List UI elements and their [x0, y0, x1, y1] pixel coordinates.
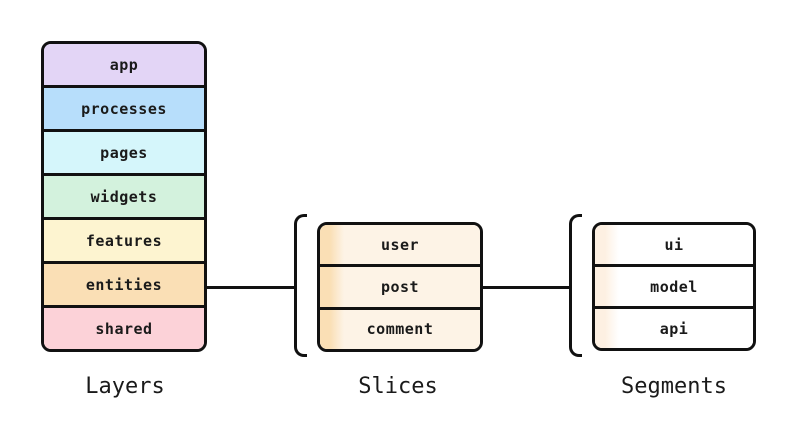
segments-row-api: api — [595, 306, 753, 348]
row-label: processes — [81, 99, 167, 118]
layers-row-features: features — [44, 217, 204, 261]
segments-row-ui: ui — [595, 225, 753, 264]
row-label: ui — [664, 235, 684, 254]
slices-row-post: post — [320, 264, 480, 307]
row-label: model — [650, 277, 698, 296]
row-label: features — [85, 231, 163, 250]
layers-row-app: app — [44, 44, 204, 85]
layers-caption: Layers — [85, 374, 165, 399]
layers-row-processes: processes — [44, 85, 204, 129]
row-label: post — [380, 277, 420, 296]
slices-bracket — [294, 214, 307, 357]
row-label: entities — [85, 275, 163, 294]
connector-layers-to-slices — [205, 286, 295, 289]
slices-row-comment: comment — [320, 306, 480, 349]
connector-slices-to-segments — [481, 286, 570, 289]
layers-row-shared: shared — [44, 305, 204, 349]
slices-caption: Slices — [358, 374, 438, 399]
layers-row-entities: entities — [44, 261, 204, 305]
row-label: widgets — [90, 187, 158, 206]
row-label: pages — [100, 143, 148, 162]
row-label: shared — [95, 319, 153, 338]
slices-row-user: user — [320, 225, 480, 265]
row-label: api — [659, 319, 689, 338]
segments-stack: ui model api — [592, 222, 756, 351]
row-label: app — [109, 55, 139, 74]
layers-stack: app processes pages widgets features entities… — [41, 41, 207, 352]
segments-row-model: model — [595, 264, 753, 306]
segments-bracket — [569, 214, 582, 357]
row-label: comment — [366, 320, 434, 339]
layers-row-pages: pages — [44, 129, 204, 173]
segments-caption: Segments — [621, 374, 727, 399]
layers-row-widgets: widgets — [44, 173, 204, 217]
row-label: user — [380, 235, 420, 254]
slices-stack: user post comment — [317, 222, 483, 352]
